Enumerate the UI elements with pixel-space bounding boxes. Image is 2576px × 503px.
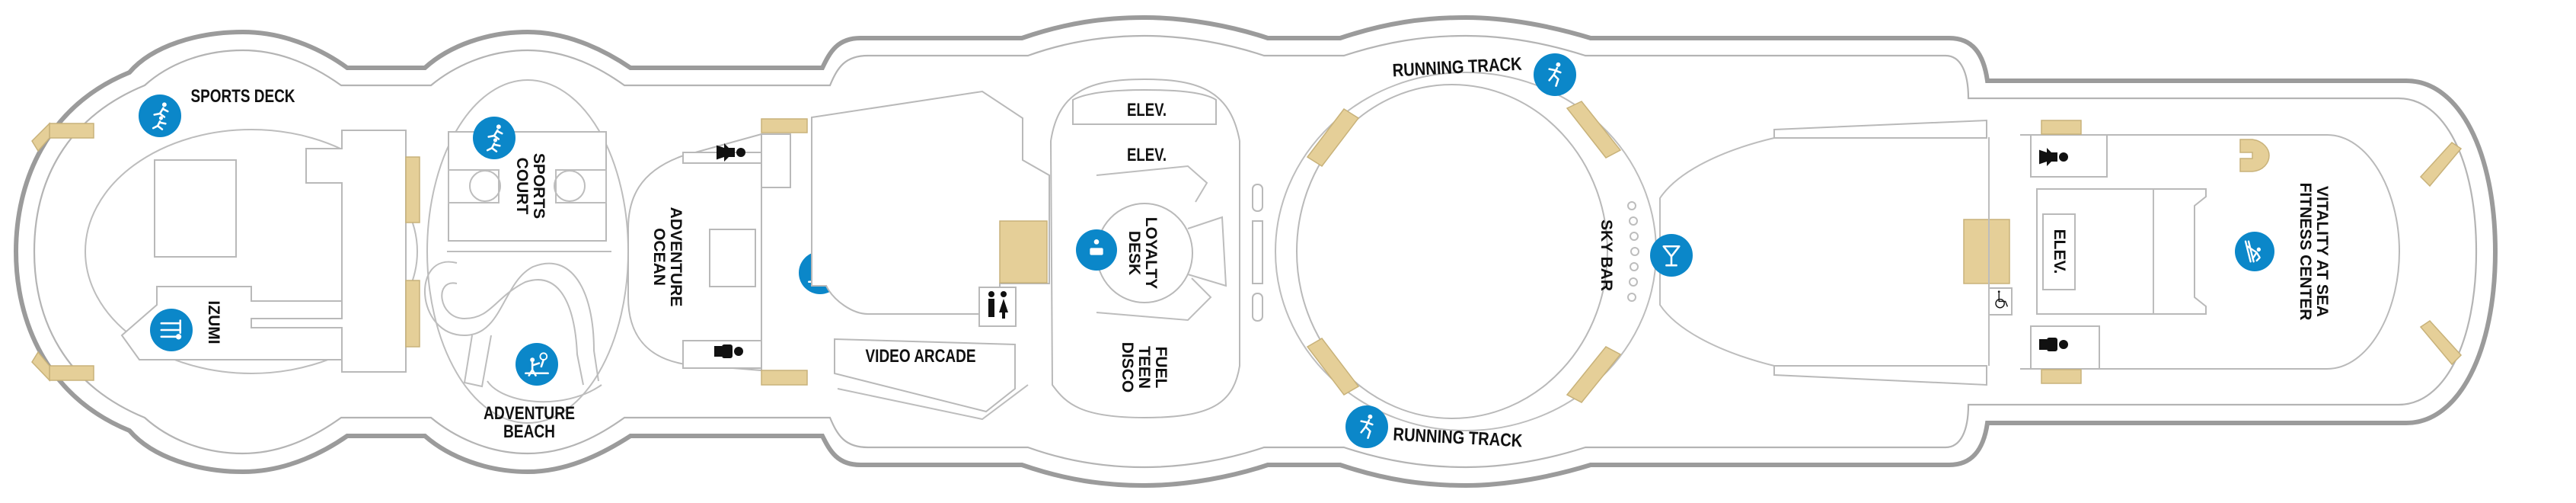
- svg-text:FUEL: FUEL: [1152, 347, 1170, 389]
- svg-text:DISCO: DISCO: [1119, 342, 1136, 393]
- columns: [1252, 184, 1263, 322]
- fitness-icon: [2235, 232, 2274, 271]
- stairs: [2419, 142, 2463, 187]
- label-sky-bar: SKY BAR: [1598, 219, 1615, 291]
- label-elevator: ELEV.: [2051, 229, 2068, 274]
- atrium-void: [1296, 84, 1608, 419]
- restroom-block: [682, 340, 762, 369]
- label-elevator: ELEV.: [1127, 100, 1167, 120]
- adventure-ocean-wall: [761, 133, 791, 188]
- svg-text:ADVENTURE: ADVENTURE: [484, 403, 575, 424]
- label-elevator: ELEV.: [1127, 145, 1167, 165]
- label-sports-court: SPORTS COURT: [513, 153, 547, 219]
- adventure-ocean-room: [627, 133, 762, 372]
- stairs: [2419, 320, 2463, 366]
- info-icon: [1076, 229, 1117, 271]
- stairs: [999, 220, 1048, 284]
- label-adventure-beach: ADVENTURE BEACH: [484, 403, 575, 442]
- svg-text:IZUMI: IZUMI: [205, 300, 222, 344]
- svg-text:VITALITY AT SEA: VITALITY AT SEA: [2313, 186, 2331, 317]
- adventure-ocean-box: [709, 229, 756, 287]
- label-vitality-fitness-center: VITALITY AT SEA FITNESS CENTER: [2297, 183, 2331, 321]
- svg-text:SKY BAR: SKY BAR: [1598, 219, 1615, 291]
- elevator-block: [2036, 188, 2207, 315]
- svg-text:LOYALTY: LOYALTY: [1142, 217, 1160, 290]
- stairs: [2041, 369, 2082, 384]
- sports-icon: [473, 117, 516, 159]
- sports-court: [447, 131, 611, 252]
- svg-text:BEACH: BEACH: [503, 421, 555, 442]
- label-fuel-teen-disco: FUEL TEEN DISCO: [1119, 342, 1170, 393]
- restroom-box: [978, 287, 1017, 327]
- stairs: [31, 122, 420, 382]
- label-loyalty-desk: LOYALTY DESK: [1125, 217, 1160, 290]
- stairs: [761, 370, 808, 386]
- stairs: [1963, 219, 2010, 284]
- svg-text:TEEN: TEEN: [1135, 346, 1153, 389]
- elevator-forward: [2042, 213, 2076, 290]
- kids-icon: [516, 343, 558, 386]
- stairs: [2041, 120, 2082, 135]
- dining-icon: [150, 309, 193, 351]
- sports-deck-oval: [85, 129, 418, 374]
- stairs: [761, 118, 808, 133]
- sky-bar-seats: [1627, 201, 1639, 302]
- svg-text:ELEV.: ELEV.: [2051, 229, 2068, 274]
- video-arcade-room: [834, 338, 1016, 413]
- restroom-unisex-icon: [988, 291, 1008, 319]
- svg-text:FITNESS CENTER: FITNESS CENTER: [2297, 183, 2314, 321]
- promenade-line: [33, 34, 2478, 469]
- label-izumi: IZUMI: [205, 300, 222, 344]
- svg-text:ADVENTURE: ADVENTURE: [667, 207, 685, 307]
- sky-bar-seating: [1773, 119, 1987, 386]
- deck-box: [154, 159, 237, 258]
- elevator-top: [1072, 88, 1217, 125]
- label-video-arcade: VIDEO ARCADE: [866, 346, 976, 367]
- running-icon: [1534, 53, 1576, 96]
- label-sports-deck: SPORTS DECK: [191, 86, 296, 107]
- stairs: [2239, 139, 2270, 172]
- waterslide: [424, 261, 602, 403]
- svg-text:COURT: COURT: [513, 158, 531, 215]
- running-icon: [1345, 405, 1388, 448]
- svg-text:SPORTS: SPORTS: [530, 153, 547, 219]
- stairs: [1306, 101, 1622, 403]
- svg-text:OCEAN: OCEAN: [650, 228, 668, 286]
- sports-icon: [139, 95, 181, 137]
- label-adventure-ocean: ADVENTURE OCEAN: [650, 207, 685, 307]
- arcade-block: [811, 90, 1050, 315]
- bar-icon: [1650, 234, 1693, 277]
- svg-text:DESK: DESK: [1125, 231, 1143, 275]
